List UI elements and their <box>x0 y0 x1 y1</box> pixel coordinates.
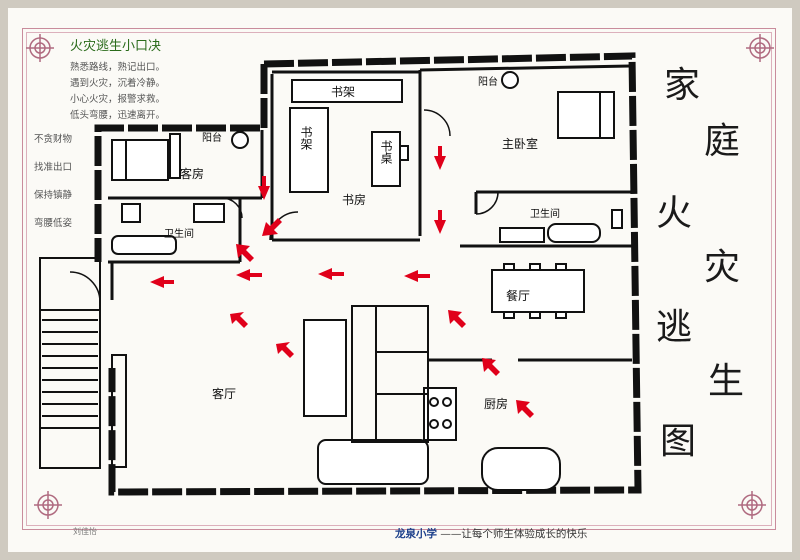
label-master-bedroom: 主卧室 <box>502 137 539 151</box>
signature: 刘佳怡 <box>73 527 97 536</box>
tips-side-2: 找准出口 <box>34 162 73 173</box>
title-char-1: 家 <box>664 65 701 106</box>
footer-school: 龙泉小学 <box>395 528 437 540</box>
tips-line-1: 熟悉路线，熟记出口。 <box>70 62 166 73</box>
label-study: 书房 <box>342 193 367 207</box>
tips-heading: 火灾逃生小口决 <box>70 39 162 54</box>
label-shelf-left: 书架 <box>299 126 313 150</box>
paper-border <box>22 28 776 530</box>
tips-line-3: 小心火灾，报警求救。 <box>70 94 166 105</box>
title-char-7: 图 <box>660 421 697 462</box>
label-bathroom-left: 卫生间 <box>164 229 194 240</box>
label-balcony-left: 阳台 <box>202 133 222 144</box>
escape-arrows <box>150 146 534 418</box>
tips-side-4: 弯腰低姿 <box>34 218 73 229</box>
label-bathroom-right: 卫生间 <box>530 209 560 220</box>
title-char-4: 灾 <box>704 247 741 288</box>
label-guest-room: 客房 <box>180 167 205 181</box>
title-char-2: 庭 <box>704 121 741 162</box>
label-desk: 书桌 <box>379 140 393 164</box>
title-char-3: 火 <box>656 193 693 234</box>
label-shelf-top: 书架 <box>331 85 356 99</box>
tips-side-3: 保持镇静 <box>34 190 73 201</box>
label-balcony-right: 阳台 <box>478 77 498 88</box>
tips-line-4: 低头弯腰，迅速离开。 <box>70 110 166 121</box>
label-kitchen: 厨房 <box>484 397 509 411</box>
title-char-5: 逃 <box>656 307 693 348</box>
title-char-6: 生 <box>708 361 745 402</box>
footer: 龙泉小学 ——让每个师生体验成长的快乐 <box>395 526 587 541</box>
tips-line-2: 遇到火灾，沉着冷静。 <box>70 78 166 89</box>
footer-slogan: ——让每个师生体验成长的快乐 <box>440 528 588 540</box>
paper-border-inner <box>26 32 772 526</box>
label-living: 客厅 <box>212 387 237 401</box>
label-dining: 餐厅 <box>506 289 531 303</box>
corner-ornaments <box>26 34 774 519</box>
tips-side-1: 不贪财物 <box>34 134 73 145</box>
